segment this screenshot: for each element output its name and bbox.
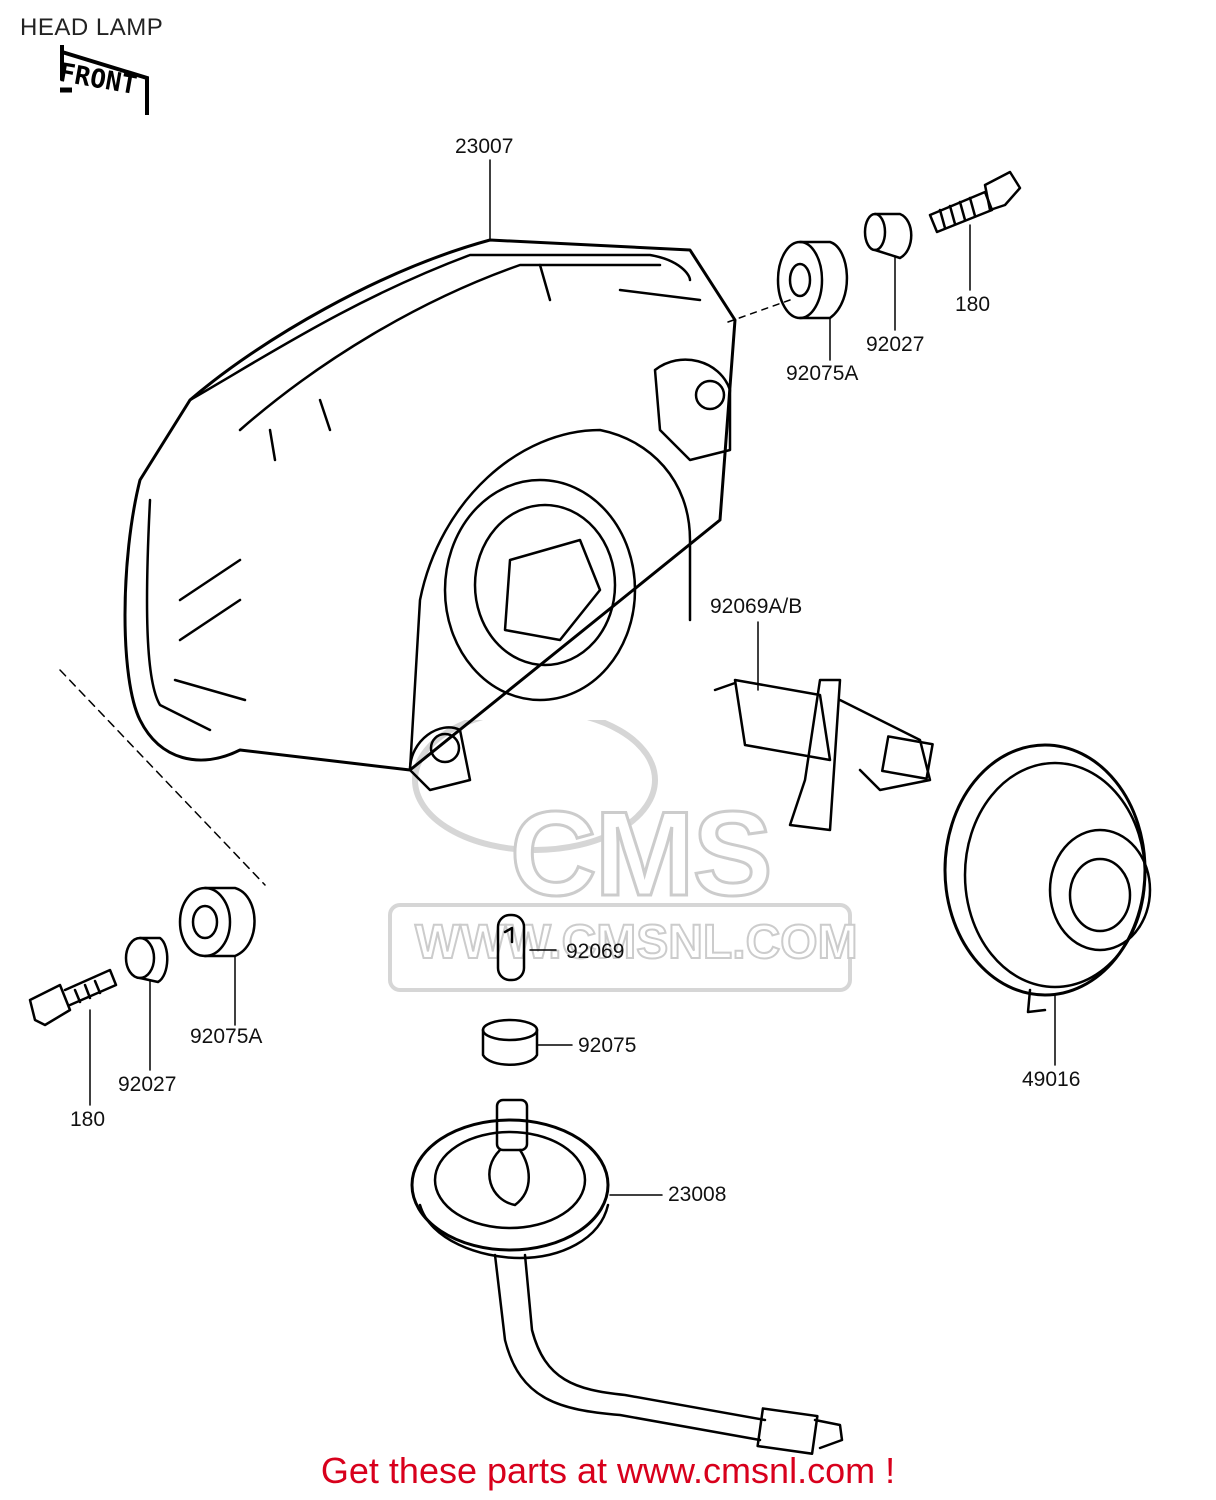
bulb-cover-49016 [943, 743, 1152, 1014]
bolt-left-180 [28, 968, 118, 1027]
watermark-url: WWW.CMSNL.COM [414, 915, 859, 970]
grommet-small-92075 [481, 1018, 539, 1066]
label-grommet-right: 92075A [786, 362, 859, 385]
collar-left-92027 [124, 936, 169, 984]
watermark-brand: CMS [509, 786, 775, 923]
label-grommet-left: 92075A [190, 1025, 263, 1048]
label-collar-right: 92027 [866, 333, 925, 356]
collar-right-92027 [863, 212, 913, 260]
page-title: HEAD LAMP [20, 14, 164, 41]
label-grommet-small: 92075 [578, 1034, 637, 1057]
bulb-small-92069 [496, 913, 526, 982]
promo-link-text[interactable]: Get these parts at www.cmsnl.com ! [320, 1450, 896, 1491]
label-bulb-small: 92069 [566, 940, 625, 963]
label-bolt-left: 180 [70, 1108, 106, 1131]
grommet-left-92075a [178, 886, 256, 958]
label-socket: 23008 [668, 1183, 727, 1206]
front-direction-tag [52, 40, 162, 120]
label-headlamp-unit: 23007 [455, 135, 514, 158]
bolt-right-180 [928, 170, 1022, 234]
socket-23008 [410, 1098, 844, 1455]
label-bolt-right: 180 [955, 293, 991, 316]
label-bulb-cover: 49016 [1022, 1068, 1081, 1091]
grommet-right-92075a [776, 240, 849, 320]
label-collar-left: 92027 [118, 1073, 177, 1096]
headlamp-housing-23007 [123, 238, 737, 792]
bulb-main-92069ab [713, 678, 934, 832]
leader-lines [89, 159, 1056, 1196]
label-bulb-main: 92069A/B [710, 595, 803, 618]
